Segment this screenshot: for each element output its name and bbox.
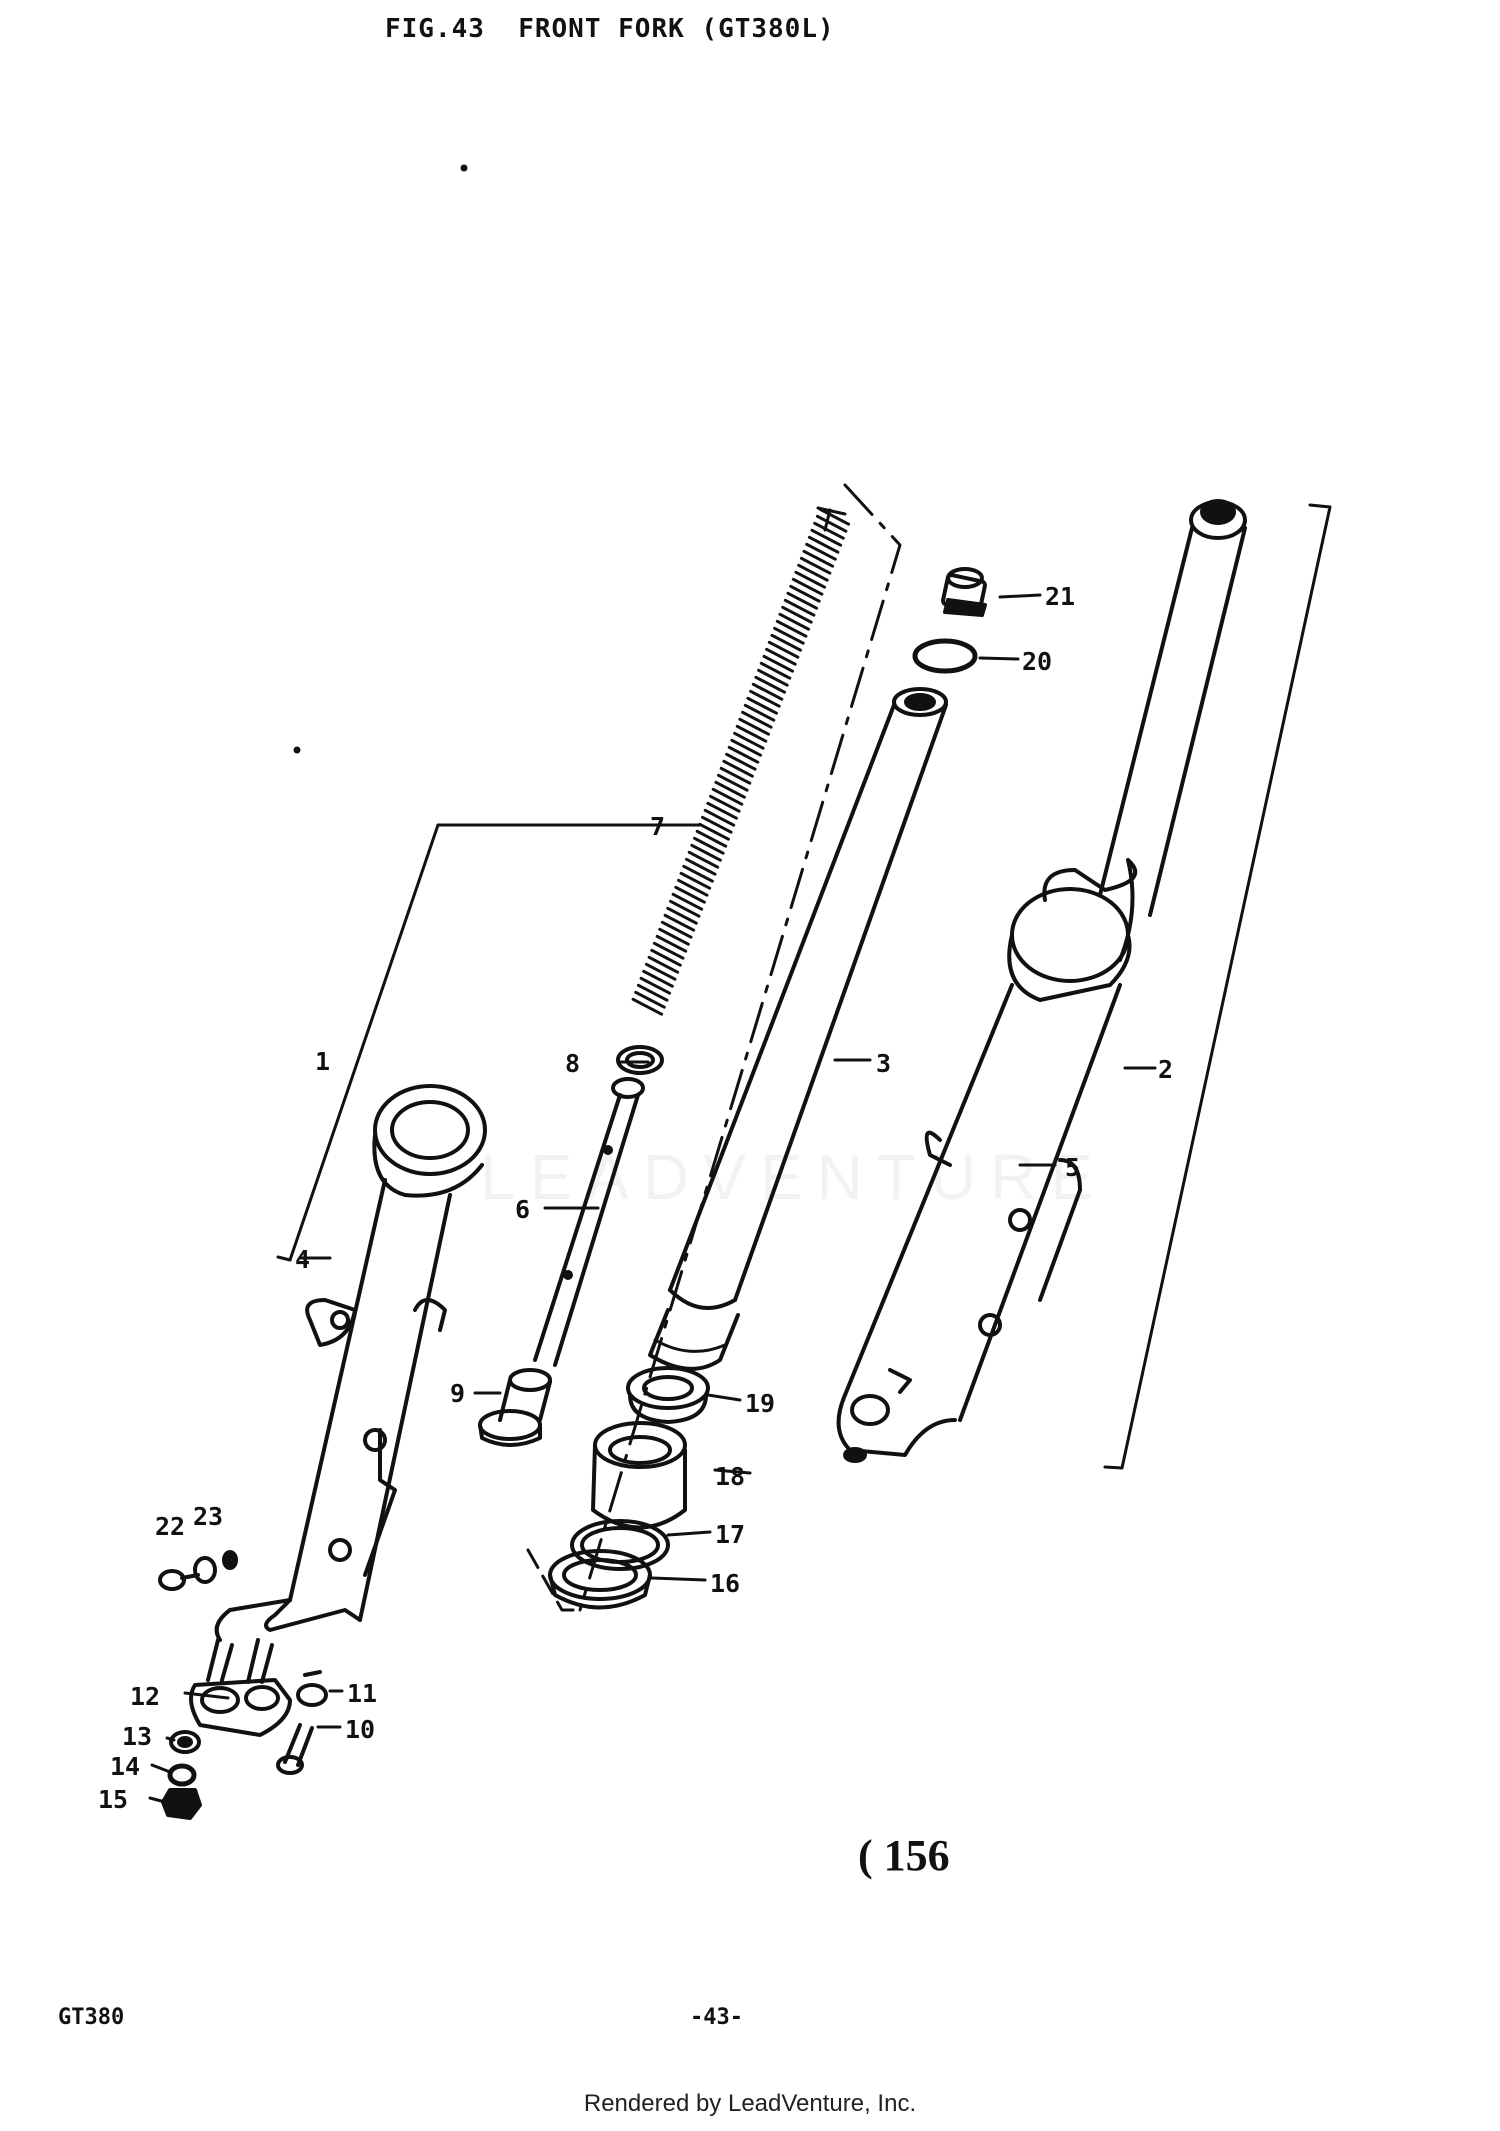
model-code: GT380 bbox=[58, 2005, 125, 2030]
nut-15 bbox=[161, 1788, 202, 1820]
axle-studs bbox=[206, 1638, 274, 1684]
callout-2: 2 bbox=[1158, 1055, 1173, 1084]
callout-5: 5 bbox=[1065, 1153, 1080, 1182]
callout-labels: 7 1 8 3 2 5 6 4 9 19 18 17 16 21 20 22 2… bbox=[98, 582, 1173, 1814]
callout-10: 10 bbox=[345, 1715, 375, 1744]
callout-7: 7 bbox=[650, 812, 665, 841]
callout-16: 16 bbox=[710, 1569, 740, 1598]
callout-14: 14 bbox=[110, 1752, 140, 1781]
washer-23 bbox=[193, 1550, 238, 1584]
rendered-by-credit: Rendered by LeadVenture, Inc. bbox=[583, 2090, 917, 2117]
washer-13 bbox=[169, 1730, 201, 1754]
washer-16 bbox=[548, 1549, 652, 1610]
bolt-10 bbox=[276, 1723, 314, 1775]
callout-3: 3 bbox=[876, 1049, 891, 1078]
callout-20: 20 bbox=[1022, 647, 1052, 676]
callout-9: 9 bbox=[450, 1379, 465, 1408]
damper-rod-6 bbox=[533, 1077, 645, 1367]
fork-spring-7 bbox=[631, 506, 851, 1016]
oil-lock-piece-9 bbox=[478, 1368, 552, 1447]
page-number: -43- bbox=[690, 2005, 743, 2030]
spacer-18 bbox=[591, 1421, 687, 1530]
screw-22 bbox=[158, 1569, 200, 1591]
callout-21: 21 bbox=[1045, 582, 1075, 611]
callout-4: 4 bbox=[295, 1245, 310, 1274]
callout-12: 12 bbox=[130, 1682, 160, 1711]
page-stamp: ( 156 bbox=[858, 1831, 950, 1880]
callout-15: 15 bbox=[98, 1785, 128, 1814]
callout-8: 8 bbox=[565, 1049, 580, 1078]
oil-seal-19 bbox=[626, 1366, 710, 1424]
callout-6: 6 bbox=[515, 1195, 530, 1224]
callout-23: 23 bbox=[193, 1502, 223, 1531]
callout-18: 18 bbox=[715, 1462, 745, 1491]
callout-22: 22 bbox=[155, 1512, 185, 1541]
piston-ring-8 bbox=[616, 1045, 664, 1075]
o-ring-20 bbox=[912, 638, 978, 674]
group-bracket-lines bbox=[148, 483, 1332, 1804]
figure-title: FIG.43 FRONT FORK (GT380L) bbox=[385, 14, 835, 44]
callout-13: 13 bbox=[122, 1722, 152, 1751]
drain-bolt-21 bbox=[941, 567, 987, 617]
callout-17: 17 bbox=[715, 1520, 745, 1549]
callout-1: 1 bbox=[315, 1047, 330, 1076]
callout-11: 11 bbox=[347, 1679, 377, 1708]
right-fork-assembly bbox=[836, 499, 1247, 1463]
callout-19: 19 bbox=[745, 1389, 775, 1418]
lock-washer-14 bbox=[167, 1763, 197, 1787]
axle-holder-12 bbox=[189, 1678, 292, 1737]
washer-11 bbox=[296, 1670, 328, 1707]
outer-tube-4 bbox=[214, 1084, 487, 1642]
inner-tube-3 bbox=[648, 687, 948, 1371]
